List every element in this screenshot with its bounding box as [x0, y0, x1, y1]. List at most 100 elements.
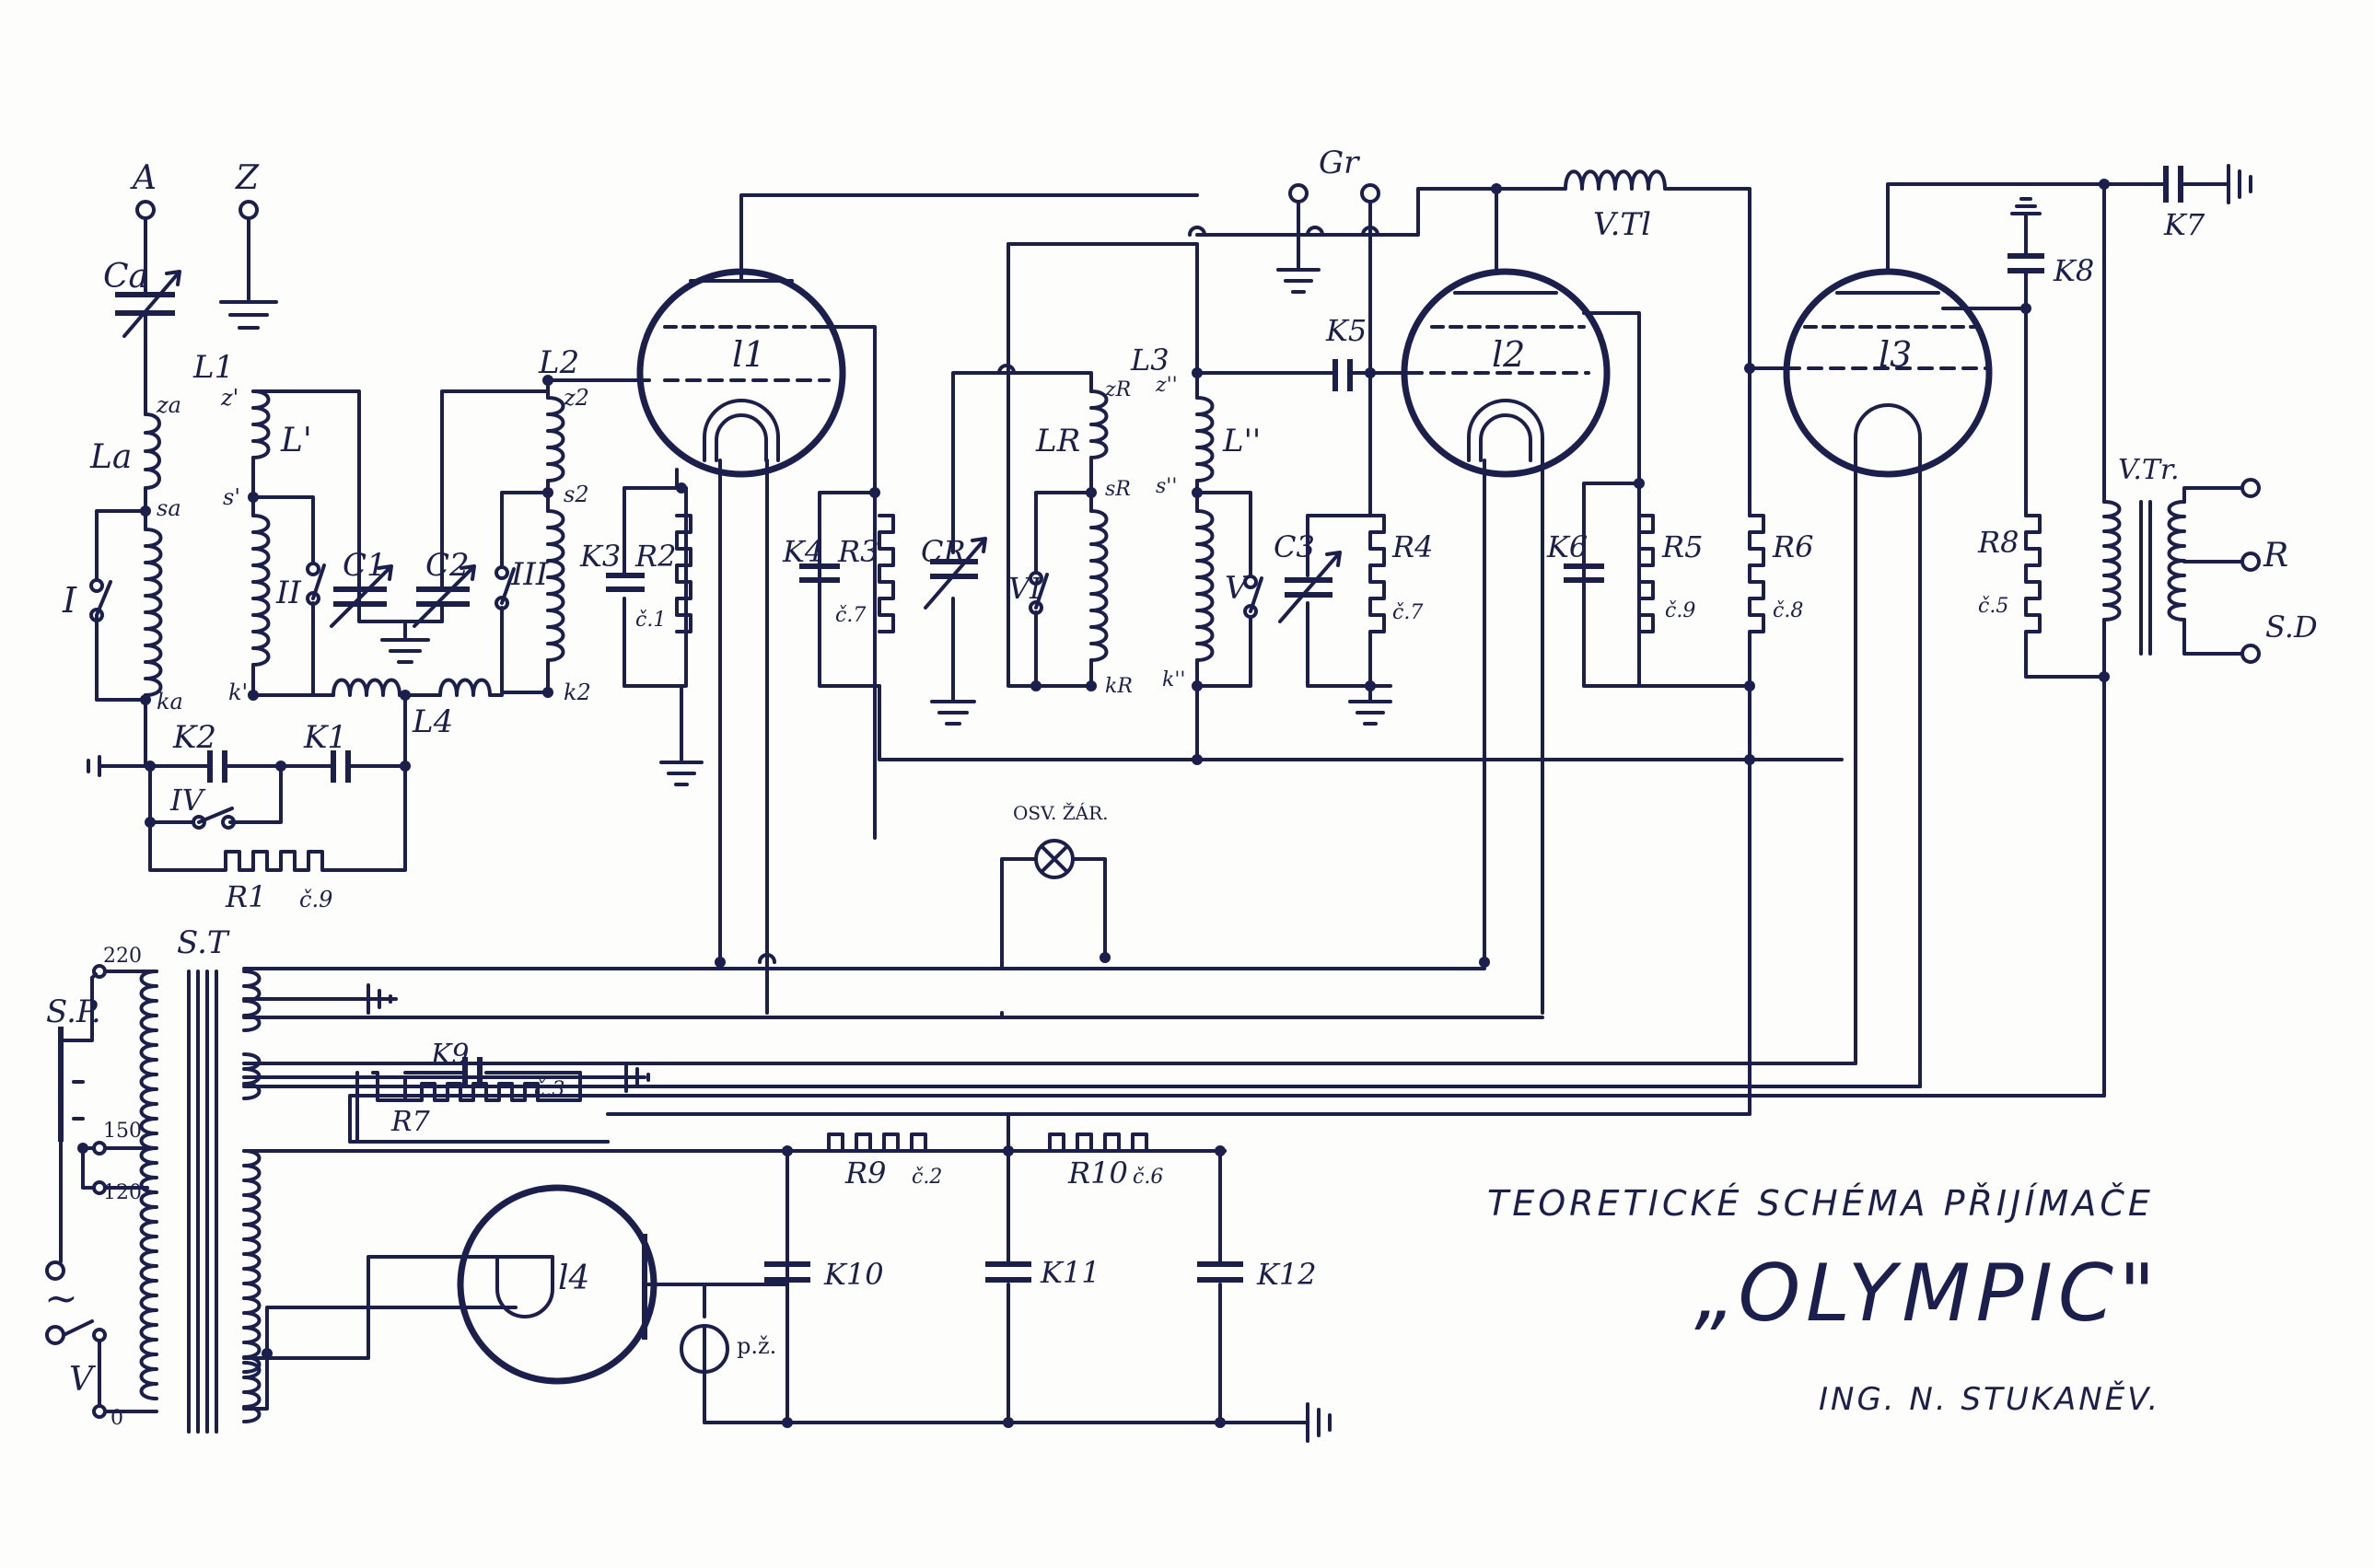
k4-r3: K4 R3 č.7	[782, 487, 1844, 761]
label-l3: L3	[1130, 343, 1170, 377]
label-switch-i: I	[62, 580, 77, 621]
label-kpp: k''	[1162, 668, 1185, 691]
label-sr: sR	[1105, 478, 1131, 501]
label-c2: C2	[425, 547, 470, 584]
label-r9: R9	[844, 1156, 886, 1191]
diagram-title: TEORETICKÉ SCHÉMA PŘIJÍMAČE	[1487, 1183, 2154, 1224]
label-k8: K8	[2053, 253, 2094, 288]
label-z2: z2	[563, 385, 589, 411]
label-r2-code: č.1	[635, 609, 666, 632]
label-k2: k2	[564, 679, 591, 705]
label-k4: K4	[782, 534, 823, 569]
label-kp: k'	[228, 679, 248, 705]
label-r3: R3	[837, 534, 879, 569]
filter-network: R9 č.2 R10 č.6 K10 K11 K12	[703, 1112, 1332, 1443]
author-name: ING. N. STUKANĚV.	[1819, 1381, 2161, 1418]
label-l3-tube: l3	[1879, 334, 1912, 375]
label-l1-tube: l1	[732, 334, 765, 375]
label-zr: zR	[1104, 378, 1131, 401]
label-220: 220	[103, 945, 142, 968]
label-pz: p.ž.	[737, 1333, 776, 1359]
label-ca: Ca	[103, 258, 148, 296]
label-k11: K11	[1040, 1255, 1100, 1290]
label-r2: R2	[634, 539, 676, 574]
label-switch-iv: IV	[169, 783, 206, 818]
label-r4-code: č.7	[1392, 601, 1423, 624]
label-vtr: V.Tr.	[2118, 454, 2180, 486]
tube-l2: l2	[1401, 183, 1641, 1015]
label-c1: C1	[343, 547, 387, 584]
label-r1-code: č.9	[299, 887, 332, 912]
label-k1: K1	[303, 719, 347, 756]
label-r5-code: č.9	[1665, 599, 1695, 622]
label-sd: S.D	[2265, 610, 2318, 645]
label-s2: s2	[564, 482, 589, 507]
label-k6: K6	[1546, 529, 1588, 564]
label-lr: LR	[1035, 423, 1080, 459]
label-la: La	[89, 438, 132, 476]
label-spp: s''	[1156, 475, 1177, 498]
second-coil: L2 z2 s2 k2 III L4	[311, 344, 651, 766]
label-k7: K7	[2163, 207, 2205, 242]
label-sp: s'	[223, 484, 240, 510]
label-l1: L1	[192, 349, 234, 386]
label-l4: L4	[412, 703, 453, 740]
label-r6: R6	[1772, 529, 1813, 564]
label-kr: kR	[1105, 675, 1133, 698]
label-l4-tube: l4	[558, 1260, 589, 1297]
label-osv: OSV. ŽÁR.	[1013, 802, 1109, 824]
label-r4: R4	[1391, 529, 1433, 564]
label-k10: K10	[823, 1257, 884, 1292]
receiver-name: „OLYMPIC"	[1694, 1248, 2161, 1340]
label-gr: Gr	[1319, 145, 1360, 181]
label-r1: R1	[225, 879, 266, 914]
label-r6-code: č.8	[1773, 599, 1803, 622]
label-switch-ii: II	[275, 575, 301, 611]
label-ka: ka	[157, 689, 183, 714]
label-r8: R8	[1977, 525, 2019, 560]
label-r7: R7	[390, 1106, 431, 1138]
label-r9-code: č.2	[912, 1166, 942, 1189]
label-k2: K2	[172, 719, 216, 756]
tube-l3: l3	[1783, 182, 2106, 1088]
label-switch-iii: III	[510, 556, 549, 593]
k3-r2: K3 R2 č.1	[579, 482, 704, 786]
grid-leak: Gr K5 C3 R4 č.7	[1188, 145, 1512, 726]
pilot-lamp: OSV. ŽÁR.	[1000, 802, 1111, 963]
label-k5: K5	[1325, 313, 1367, 348]
label-r3-code: č.7	[835, 604, 866, 627]
label-k9-code: č.3	[534, 1078, 564, 1101]
label-za: za	[156, 392, 181, 418]
label-k9: K9	[430, 1039, 470, 1071]
power-transformer: S.T 220 150 120 0 S.P. ~ V	[44, 924, 1227, 1434]
label-switch-v: V	[1225, 570, 1251, 607]
label-120: 120	[103, 1181, 142, 1204]
label-z: Z	[235, 159, 260, 197]
label-150: 150	[103, 1120, 142, 1143]
reaction-circuit: CR zR LR sR kR VI	[921, 242, 1199, 726]
label-cr: CR	[921, 534, 966, 569]
label-c3: C3	[1274, 529, 1315, 564]
label-lp: L'	[280, 422, 312, 459]
label-r8-code: č.5	[1978, 595, 2008, 618]
label-k12: K12	[1256, 1257, 1317, 1292]
label-r-speaker: R	[2263, 537, 2288, 575]
label-vtl: V.Tl	[1593, 206, 1651, 243]
label-switch-vi: VI	[1008, 571, 1042, 606]
antenna-section: A Z Ca La za sa ka I	[62, 159, 278, 749]
vtl-choke: V.Tl	[1495, 169, 1751, 370]
label-tilde: ~	[44, 1275, 78, 1322]
label-v-switch: V	[69, 1361, 97, 1399]
input-coils: L1 z' L' s' k' II C1 C2	[192, 349, 550, 705]
label-zp: z'	[220, 385, 239, 411]
label-l2-tube: l2	[1492, 334, 1525, 375]
tube-l4: l4 p.ž.	[457, 1149, 789, 1424]
k9-r7: K9 č.3 R7	[355, 1039, 610, 1144]
bias-network: K2 K1 IV R1 č.9	[87, 719, 411, 914]
tube-l1: l1	[636, 193, 1199, 1015]
label-k3: K3	[579, 539, 621, 574]
label-sa: sa	[157, 495, 181, 521]
label-zpp: z''	[1155, 374, 1178, 397]
k6-r5-r6: K6 R5 č.9 R6 č.8	[1546, 363, 1813, 1116]
